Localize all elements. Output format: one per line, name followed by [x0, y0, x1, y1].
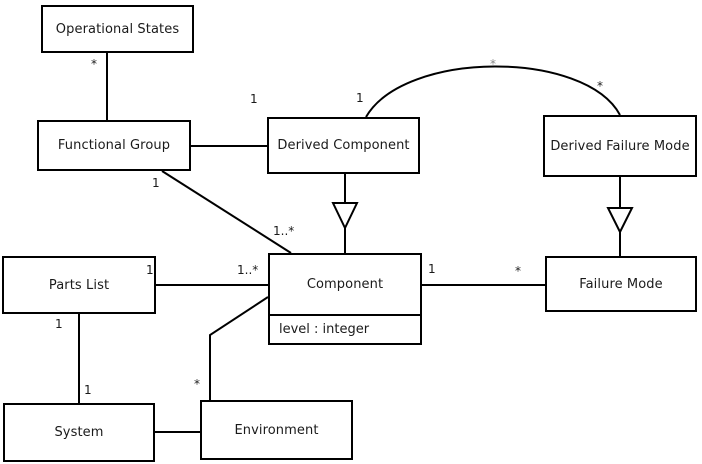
- class-box-derived-component[interactable]: Derived Component: [267, 117, 420, 174]
- multiplicity-fg-to-derived-comp: 1: [250, 92, 258, 106]
- multiplicity-curve-apex: *: [490, 57, 496, 71]
- generalization-arrow-derived-component: [331, 202, 359, 231]
- class-name-system: System: [54, 425, 104, 440]
- multiplicity-parts-list-bottom: 1: [55, 317, 63, 331]
- class-box-functional-group[interactable]: Functional Group: [37, 120, 191, 171]
- class-name-operational-states: Operational States: [55, 21, 180, 37]
- class-box-derived-failure-mode[interactable]: Derived Failure Mode: [543, 115, 697, 177]
- edge-functional-group--component: [161, 170, 292, 254]
- class-box-failure-mode[interactable]: Failure Mode: [545, 256, 697, 312]
- class-attribute-component-0: level : integer: [270, 314, 420, 343]
- class-name-derived-component: Derived Component: [277, 138, 410, 153]
- class-name-environment: Environment: [234, 422, 319, 438]
- multiplicity-parts-list-right: 1: [146, 263, 154, 277]
- edge-component--environment: [209, 296, 269, 400]
- class-name-parts-list: Parts List: [48, 277, 110, 293]
- class-box-environment[interactable]: Environment: [200, 400, 353, 460]
- multiplicity-op-states-to-fg: *: [91, 57, 97, 71]
- class-box-operational-states[interactable]: Operational States: [41, 5, 194, 53]
- multiplicity-component-left: 1..*: [237, 263, 259, 277]
- class-box-component[interactable]: Component level : integer: [268, 253, 422, 345]
- class-name-derived-failure-mode: Derived Failure Mode: [550, 138, 690, 154]
- multiplicity-component-right: 1: [428, 262, 436, 276]
- class-name-functional-group: Functional Group: [57, 138, 171, 153]
- class-name-component: Component: [306, 277, 384, 292]
- multiplicity-environment-to-comp: *: [194, 377, 200, 391]
- edge-derived-component--derived-failure-mode: [365, 65, 621, 118]
- multiplicity-component-upper-left: 1..*: [273, 224, 295, 238]
- class-name-failure-mode: Failure Mode: [579, 276, 663, 292]
- multiplicity-failure-mode-left: *: [515, 264, 521, 278]
- generalization-arrow-derived-failure-mode: [606, 207, 634, 235]
- multiplicity-system-top: 1: [84, 383, 92, 397]
- multiplicity-fg-to-component: 1: [152, 176, 160, 190]
- multiplicity-derived-fm-curve: *: [597, 79, 603, 93]
- class-box-parts-list[interactable]: Parts List: [2, 256, 156, 314]
- multiplicity-derived-comp-curve: 1: [356, 91, 364, 105]
- class-box-system[interactable]: System: [3, 403, 155, 462]
